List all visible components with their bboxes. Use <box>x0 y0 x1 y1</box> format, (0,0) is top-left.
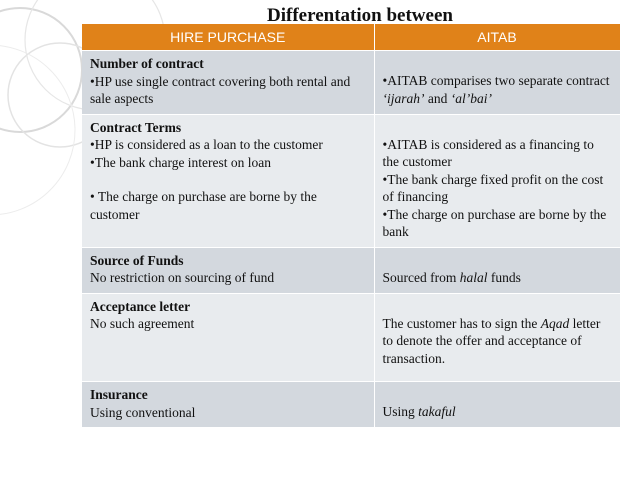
table-row: Number of contract •HP use single contra… <box>82 50 621 114</box>
row-heading: Insurance <box>90 387 148 402</box>
cell-aitab-contract-terms: •AITAB is considered as a financing to t… <box>374 113 621 247</box>
aitab-italic-takaful: takaful <box>418 404 456 419</box>
cell-aitab-insurance: Using takaful <box>374 381 621 427</box>
aitab-text: •The bank charge fixed profit on the cos… <box>382 171 604 205</box>
aitab-text: •The charge on purchase are borne by the… <box>382 206 607 240</box>
cell-hp-source-of-funds: Source of Funds No restriction on sourci… <box>82 246 375 293</box>
hp-text: No such agreement <box>90 316 195 331</box>
cell-hp-number-of-contract: Number of contract •HP use single contra… <box>82 50 375 114</box>
spacer <box>90 171 368 188</box>
aitab-italic-halal: halal <box>459 269 488 285</box>
cell-hp-acceptance-letter: Acceptance letter No such agreement <box>82 292 375 382</box>
header-hire-purchase: HIRE PURCHASE <box>82 24 375 51</box>
hp-text: Using conventional <box>90 404 196 420</box>
slide-title: Differentation between <box>267 5 453 26</box>
cell-aitab-number-of-contract: •AITAB comparises two separate contract … <box>374 50 621 114</box>
cell-aitab-acceptance-letter: The customer has to sign the Aqad letter… <box>374 292 621 382</box>
table-row: Contract Terms •HP is considered as a lo… <box>82 113 621 247</box>
hp-text: •The bank charge interest on loan <box>90 154 272 170</box>
row-heading: Number of contract <box>90 56 204 71</box>
aitab-text: •AITAB is considered as a financing to t… <box>382 136 594 170</box>
aitab-text-and: and <box>424 90 451 106</box>
table-row: Insurance Using conventional Using takaf… <box>82 381 621 427</box>
aitab-text: Using <box>382 404 419 419</box>
aitab-text: •AITAB comparises two separate contract <box>382 73 610 88</box>
row-heading: Contract Terms <box>90 119 182 135</box>
table-row: Source of Funds No restriction on sourci… <box>82 246 621 293</box>
hp-text: • The charge on purchase are borne by th… <box>90 189 317 222</box>
aitab-text: The customer has to sign the <box>382 315 541 331</box>
comparison-table: HIRE PURCHASE AITAB Number of contract •… <box>82 24 621 427</box>
row-heading: Acceptance letter <box>90 298 191 314</box>
table-row: Acceptance letter No such agreement The … <box>82 292 621 382</box>
aitab-italic-aqad: Aqad <box>540 315 570 331</box>
hp-text: •HP use single contract covering both re… <box>90 73 351 107</box>
cell-hp-contract-terms: Contract Terms •HP is considered as a lo… <box>82 113 375 247</box>
aitab-italic-albai: ‘al’bai’ <box>450 90 492 106</box>
table-header-row: HIRE PURCHASE AITAB <box>82 24 621 51</box>
hp-text: No restriction on sourcing of fund <box>90 270 275 285</box>
aitab-text-letter: letter to denote the offer and acceptanc… <box>382 315 601 366</box>
aitab-text: Sourced from <box>382 269 460 285</box>
aitab-italic-ijarah: ‘ijarah’ <box>382 90 425 106</box>
row-heading: Source of Funds <box>90 252 184 268</box>
aitab-text-funds: funds <box>487 269 521 285</box>
header-aitab: AITAB <box>374 24 621 51</box>
cell-aitab-source-of-funds: Sourced from halal funds <box>374 246 621 293</box>
cell-hp-insurance: Insurance Using conventional <box>82 381 375 427</box>
hp-text: •HP is considered as a loan to the custo… <box>90 137 323 152</box>
